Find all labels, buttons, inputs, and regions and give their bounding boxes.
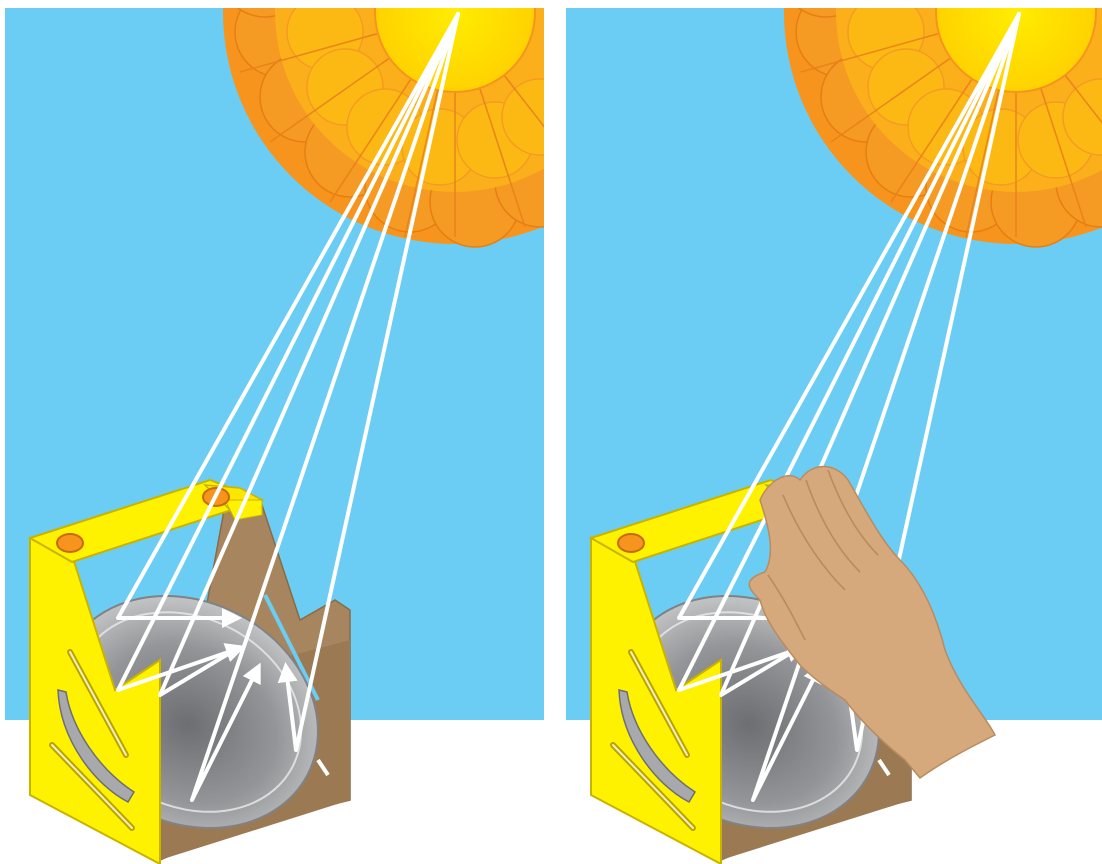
- right-panel: [566, 0, 1102, 864]
